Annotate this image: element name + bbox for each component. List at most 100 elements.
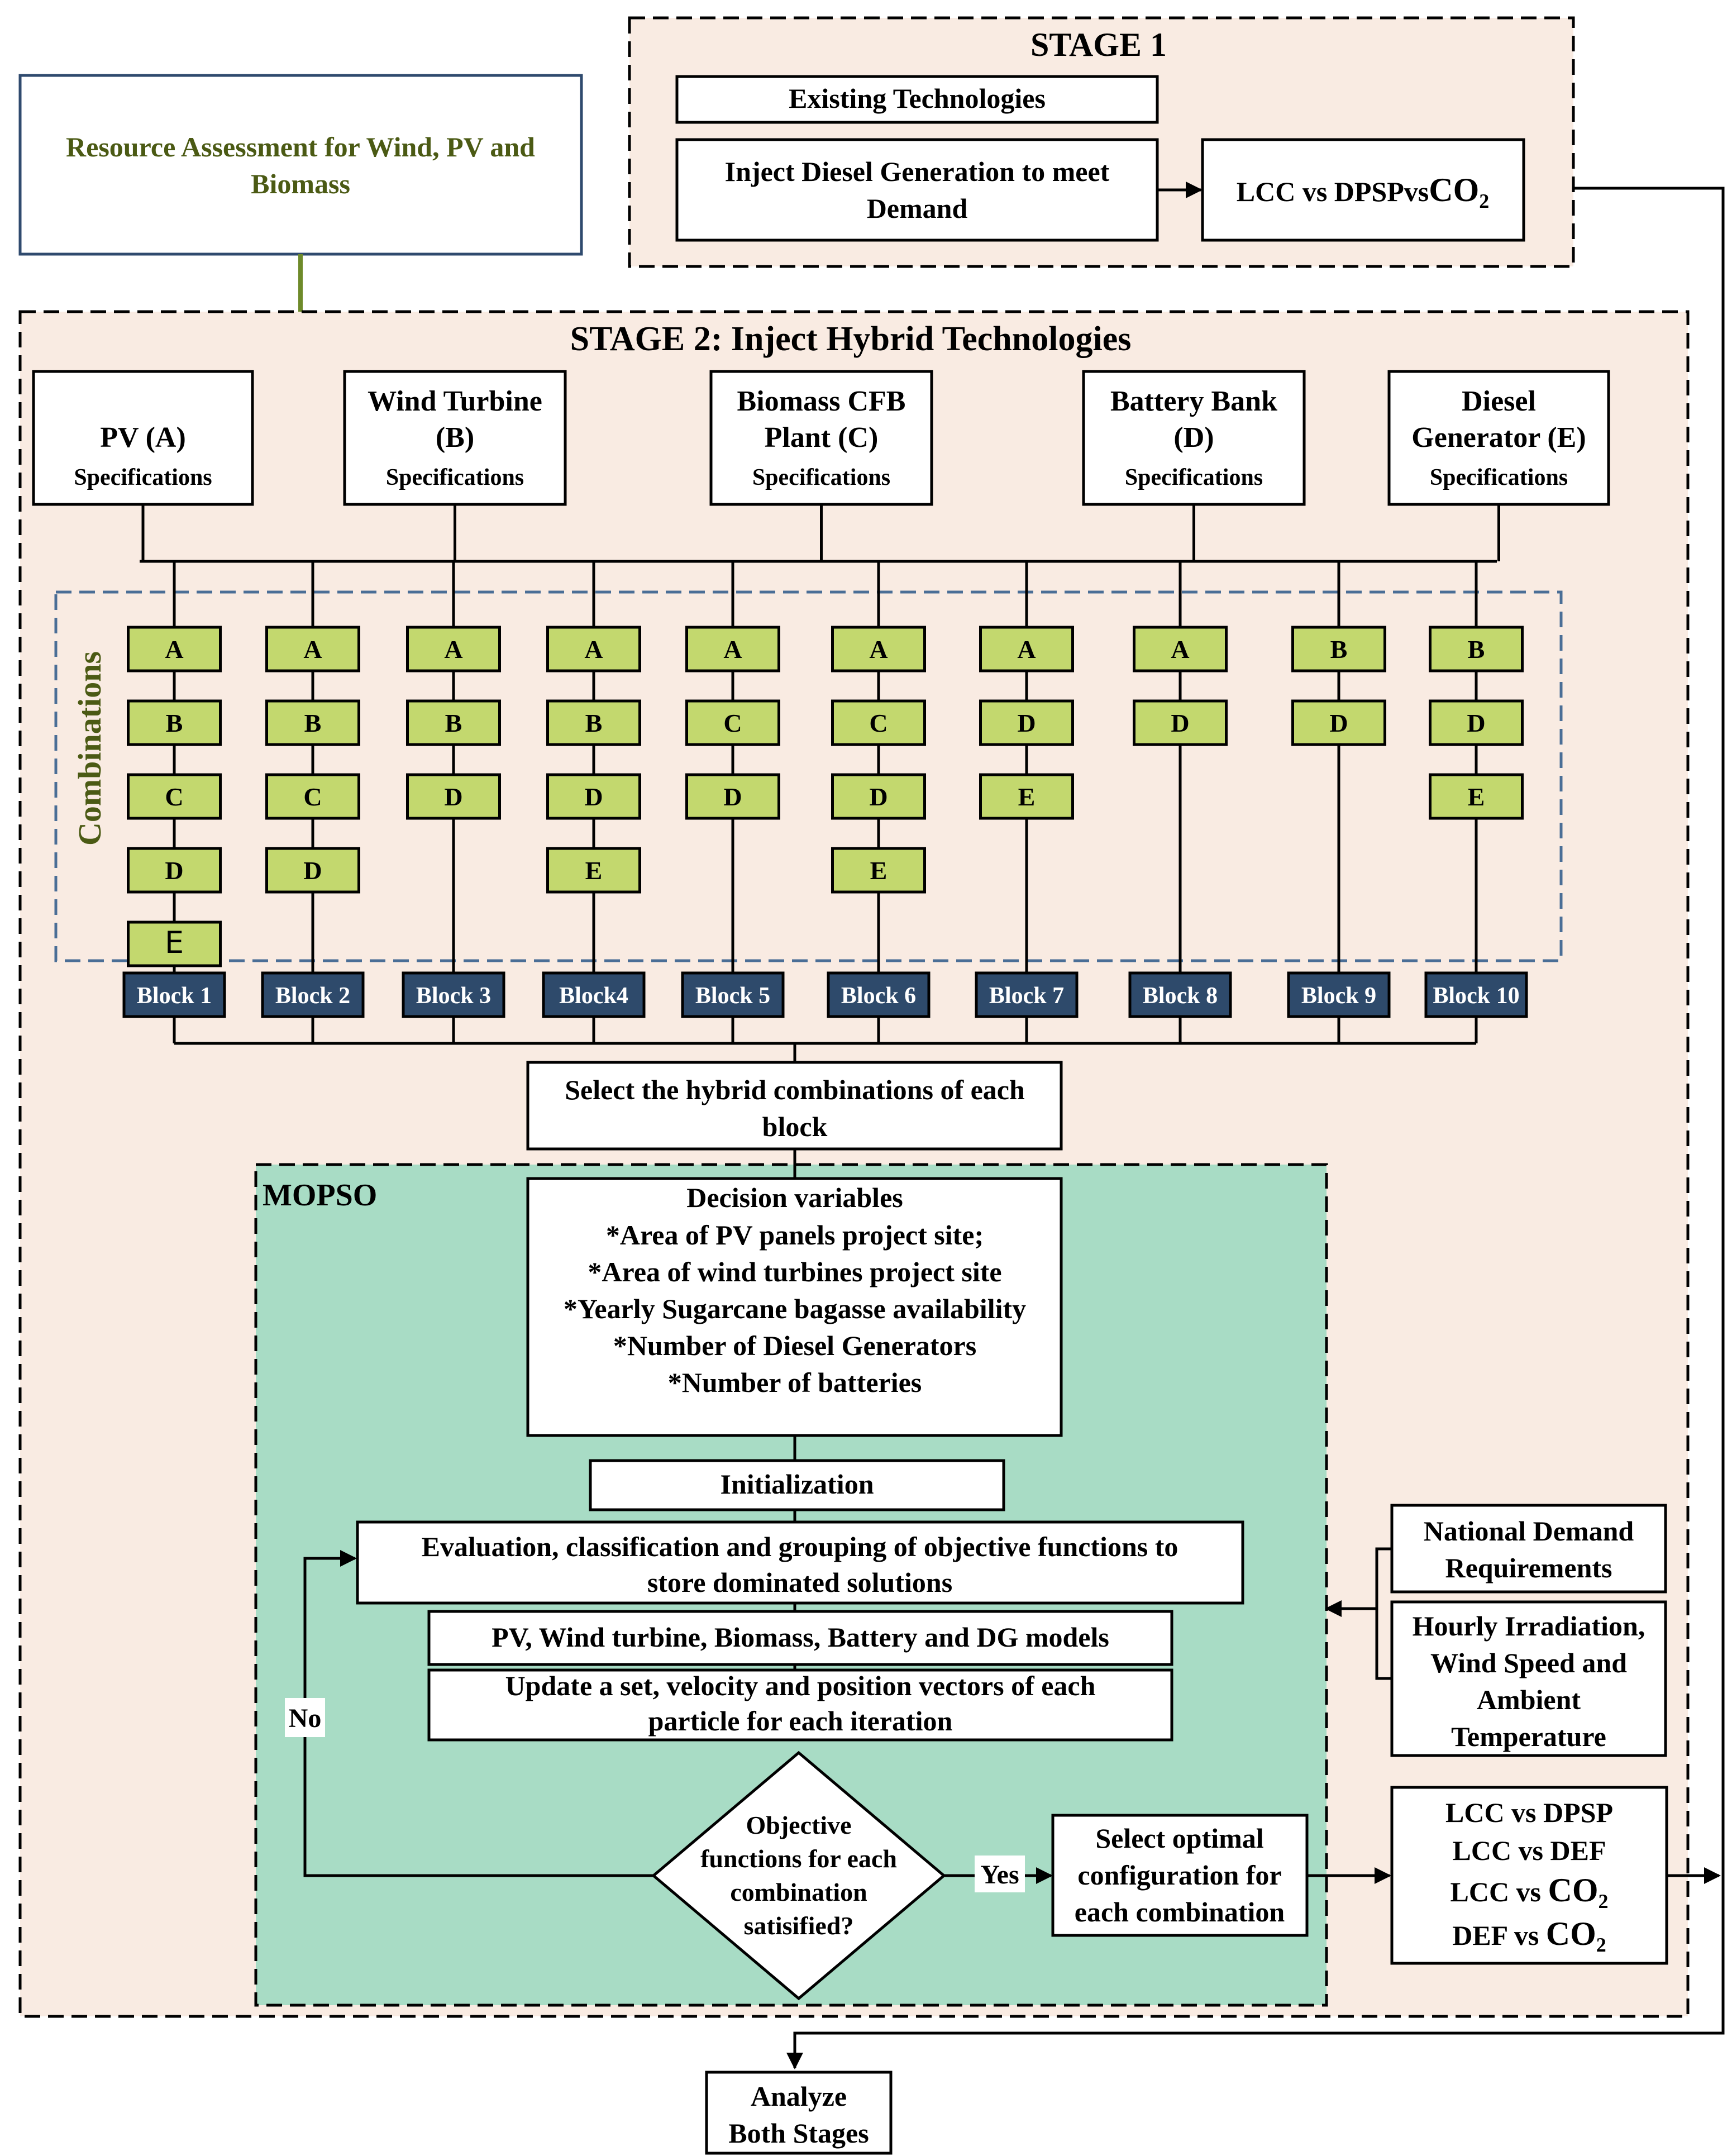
combination-item: D [1291, 699, 1386, 746]
svg-text:A: A [869, 635, 888, 664]
tech-title: Biomass CFB [737, 385, 906, 417]
decision-variables-box: Decision variables *Area of PV panels pr… [526, 1177, 1063, 1437]
block-3: Block 3 [402, 971, 505, 1018]
svg-text:satisified?: satisified? [744, 1911, 854, 1940]
block-8: Block 8 [1128, 971, 1232, 1018]
svg-text:E: E [1468, 783, 1485, 811]
svg-text:A: A [584, 635, 603, 664]
svg-text:DEF vs CO₂: DEF vs CO₂ [1452, 1915, 1606, 1952]
svg-text:E: E [870, 856, 888, 885]
svg-text:C: C [303, 783, 322, 811]
svg-text:A: A [165, 635, 183, 664]
block-1: Block 1 [122, 971, 226, 1018]
svg-text:Both Stages: Both Stages [728, 2117, 869, 2149]
no-label: No [289, 1704, 322, 1733]
block-10: Block 10 [1424, 971, 1528, 1018]
models-box: PV, Wind turbine, Biomass, Battery and D… [427, 1610, 1173, 1666]
svg-text:D: D [723, 783, 742, 811]
svg-text:Update a set, velocity and pos: Update a set, velocity and position vect… [505, 1670, 1096, 1701]
combination-item: D [831, 773, 926, 820]
svg-text:PV, Wind turbine, Biomass, Bat: PV, Wind turbine, Biomass, Battery and D… [492, 1621, 1109, 1653]
svg-text:D: D [303, 856, 322, 885]
combination-item: A [831, 626, 926, 672]
svg-text:Evaluation, classification and: Evaluation, classification and grouping … [422, 1531, 1178, 1562]
svg-text:National Demand: National Demand [1424, 1515, 1634, 1547]
svg-text:combination: combination [730, 1878, 867, 1906]
svg-text:A: A [1171, 635, 1189, 664]
tech-title-line2: (D) [1173, 422, 1214, 454]
svg-text:Block 7: Block 7 [989, 983, 1064, 1009]
combination-item: A [685, 626, 780, 672]
svg-text:Ambient: Ambient [1477, 1684, 1581, 1715]
svg-text:block: block [762, 1111, 828, 1142]
svg-text:D: D [584, 783, 603, 811]
svg-text:Biomass: Biomass [251, 168, 350, 199]
svg-text:Inject Diesel Generation to me: Inject Diesel Generation to meet [725, 156, 1110, 187]
svg-text:Wind Speed and: Wind Speed and [1430, 1647, 1627, 1678]
svg-text:Resource Assessment for Wind,: Resource Assessment for Wind, PV and [66, 131, 535, 163]
tech-specifications: Specifications [74, 465, 212, 490]
svg-text:E: E [1018, 783, 1036, 811]
national-demand-box: National Demand Requirements [1390, 1504, 1667, 1594]
combination-item: A [979, 626, 1074, 672]
svg-text:D: D [444, 783, 462, 811]
svg-text:LCC vs DPSPvsCO₂: LCC vs DPSPvsCO₂ [1237, 171, 1489, 208]
svg-text:B: B [445, 709, 462, 737]
svg-text:Select the hybrid combinations: Select the hybrid combinations of each [565, 1074, 1025, 1105]
stage1-panel: STAGE 1 Existing Technologies Inject Die… [628, 16, 1575, 268]
svg-text:B: B [304, 709, 322, 737]
resource-assessment-box: Resource Assessment for Wind, PV and Bio… [18, 74, 583, 256]
combination-item: C [265, 773, 360, 820]
svg-text:particle for each iteration: particle for each iteration [648, 1705, 953, 1737]
svg-text:*Area of PV panels project sit: *Area of PV panels project site; [606, 1219, 984, 1251]
combination-item: E [979, 773, 1074, 820]
combination-item: B [265, 699, 360, 746]
combination-item: D [127, 847, 222, 894]
combination-column-3: A B D Block 3 [402, 561, 505, 1043]
svg-text:C: C [869, 709, 888, 737]
tech-title-line2: Plant (C) [765, 422, 879, 454]
svg-text:*Number of Diesel Generators: *Number of Diesel Generators [613, 1330, 976, 1361]
tech-title: Battery Bank [1110, 385, 1277, 417]
objective-diamond: Objective functions for each combination… [651, 1750, 946, 2001]
combination-item: C [127, 773, 222, 820]
combination-item: C [831, 699, 926, 746]
combination-item: A [406, 626, 501, 672]
stage2-title: STAGE 2: Inject Hybrid Technologies [570, 320, 1132, 358]
tech-box-d: Battery Bank (D) Specifications [1082, 370, 1306, 506]
combination-item: E [831, 847, 926, 894]
svg-text:store dominated solutions: store dominated solutions [647, 1567, 952, 1598]
svg-text:LCC vs DEF: LCC vs DEF [1452, 1835, 1606, 1866]
svg-text:Block 5: Block 5 [695, 983, 770, 1009]
yes-label: Yes [980, 1860, 1019, 1890]
svg-text:Decision variables: Decision variables [686, 1182, 903, 1213]
mopso-label: MOPSO [263, 1178, 377, 1213]
select-hybrid-box: Select the hybrid combinations of each b… [526, 1061, 1063, 1151]
select-optimal-box: Select optimal configuration for each co… [1051, 1814, 1309, 1937]
combination-item: A [546, 626, 641, 672]
combination-item: D [1133, 699, 1228, 746]
svg-text:configuration for: configuration for [1077, 1859, 1281, 1891]
block-2: Block 2 [261, 971, 365, 1018]
block-4: Block4 [542, 971, 646, 1018]
svg-text:Block 2: Block 2 [275, 983, 350, 1009]
combination-item: E [1429, 773, 1524, 820]
tech-title: PV (A) [100, 422, 186, 454]
svg-text:E: E [165, 925, 184, 960]
combination-column-8: A D Block 8 [1128, 561, 1232, 1043]
svg-text:D: D [1171, 709, 1189, 737]
results-box: LCC vs DPSP LCC vs DEF LCC vs CO₂ DEF vs… [1390, 1786, 1668, 1965]
block-9: Block 9 [1287, 971, 1391, 1018]
tech-specifications: Specifications [1125, 465, 1263, 490]
update-vectors-box: Update a set, velocity and position vect… [427, 1668, 1173, 1742]
svg-text:Requirements: Requirements [1445, 1552, 1612, 1583]
tech-title-line2: Generator (E) [1411, 422, 1586, 454]
